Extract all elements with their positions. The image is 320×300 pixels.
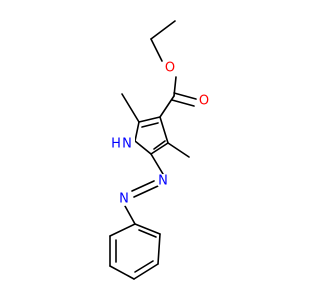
bond-ethyl-ch3-ch2 [150,20,176,40]
label-bg-azo-n1 [156,174,170,188]
bond-ring-c5-c4-inner [153,140,166,150]
bond-c2-methyl [121,93,140,123]
bond-carbonyl-double-a [173,92,197,100]
atom-azo-nitrogen-1: N [158,174,168,189]
bond-c5-azo-n [150,153,164,175]
bond-ring-n1-c5 [134,140,152,155]
atom-carbonyl-oxygen: O [199,94,209,109]
bond-azo-double-a [133,185,159,198]
atom-labels: O O H N N N [110,61,211,207]
bond-ethyl-ch2-o [150,38,163,62]
bond-phenyl-2 [157,233,161,265]
bond-ring-c2-n1 [134,121,140,142]
bond-phenyl-4 [109,265,135,280]
label-bg-carbonyl-o [197,94,211,108]
bond-ring-c2-c3-inner [141,122,159,128]
bond-carbonyl-double-b [171,99,195,107]
bond-phenyl-3 [133,263,159,280]
molecule-structure: O O H N N N [109,20,211,280]
bond-ring-c5-c4 [150,142,169,155]
bond-phenyl-inner-a [138,229,157,238]
bond-ring-c3-c2 [138,116,161,123]
label-bg-azo-n2 [117,192,131,206]
atom-pyrrole-hydrogen: H [111,137,121,152]
bond-carbonyl-c-ring-c3 [159,95,175,118]
bond-phenyl-inner-b [134,260,154,273]
bond-azo-double-b [131,180,155,192]
bond-ring-c4-c3 [159,116,169,144]
atom-pyrrole-nitrogen: N [122,137,132,152]
atom-azo-nitrogen-2: N [119,192,129,207]
bond-c4-methyl [167,142,190,158]
bonds [109,20,197,280]
bond-azo-n-phenyl [124,205,136,225]
atom-ester-oxygen: O [165,61,175,76]
bond-phenyl-6 [109,223,136,237]
label-bg-pyrrole-nh [110,137,135,151]
bond-phenyl-1 [134,223,161,235]
label-bg-ester-o [163,61,177,75]
